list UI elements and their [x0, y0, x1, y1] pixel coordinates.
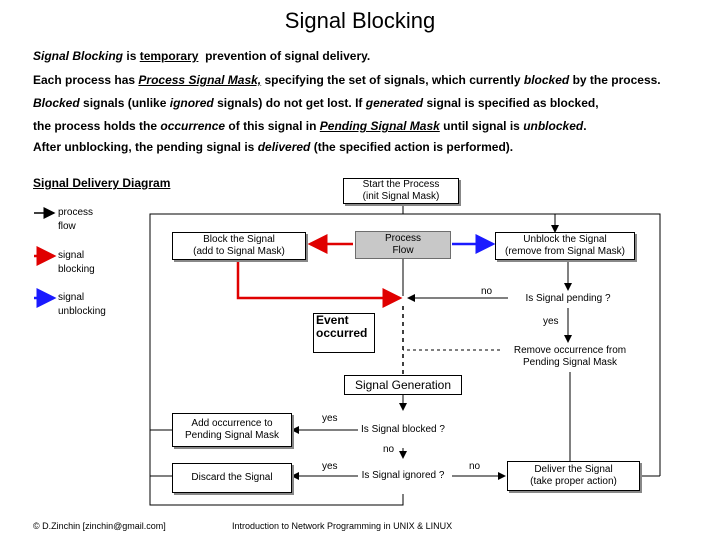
box-line: Signal Generation — [354, 378, 452, 392]
block-signal-box: Block the Signal (add to Signal Mask) — [172, 232, 306, 260]
blocking-path — [236, 260, 403, 308]
ignored-yes-label: yes — [322, 461, 338, 472]
intro-text: Each process has — [33, 73, 136, 87]
intro-paragraph-5: After unblocking, the pending signal is … — [33, 140, 513, 154]
term-process-signal-mask: Process Signal Mask, — [138, 73, 262, 87]
term-blocked: blocked — [523, 73, 570, 87]
intro-text: by the process. — [572, 73, 661, 87]
intro-text: of this signal in — [228, 119, 317, 133]
blocked-yes-label: yes — [322, 413, 338, 424]
legend-process-flow: process flow — [58, 206, 93, 234]
deliver-return — [555, 213, 661, 476]
box-line: Start the Process — [362, 179, 440, 190]
legend-line: signal — [58, 292, 85, 303]
intro-text: the process holds the — [33, 119, 158, 133]
legend-line: flow — [58, 221, 76, 232]
start-process-box: Start the Process (init Signal Mask) — [343, 178, 459, 204]
box-line: (init Signal Mask) — [362, 191, 440, 202]
footer-course-title: Introduction to Network Programming in U… — [232, 521, 453, 531]
intro-text: (the specified action is performed). — [313, 140, 514, 154]
term-unblocked: unblocked — [523, 119, 584, 133]
box-line: Block the Signal — [203, 234, 275, 245]
add-occurrence-box: Add occurrence to Pending Signal Mask — [172, 413, 292, 447]
intro-text: prevention of signal delivery. — [205, 49, 371, 63]
unblock-signal-box: Unblock the Signal (remove from Signal M… — [495, 232, 635, 260]
term-signal-blocking: Signal Blocking — [33, 49, 124, 63]
pending-no-label: no — [481, 286, 493, 297]
box-line: Process — [384, 233, 422, 244]
intro-text: signals (unlike — [83, 96, 167, 110]
legend-line: blocking — [58, 264, 95, 275]
legend-signal-blocking: signal blocking — [58, 249, 95, 277]
intro-text: until signal is — [443, 119, 520, 133]
term-ignored: ignored — [169, 96, 214, 110]
term-blocked: Blocked — [33, 96, 80, 110]
intro-text: After unblocking, the pending signal is — [33, 140, 255, 154]
signal-generation-box: Signal Generation — [344, 375, 462, 395]
term-pending-signal-mask: Pending Signal Mask — [319, 119, 440, 133]
term-generated: generated — [365, 96, 424, 110]
decision-label: Is Signal pending ? — [525, 293, 611, 304]
decision-label: Is Signal ignored ? — [361, 470, 445, 481]
intro-paragraph-4: the process holds the occurrence of this… — [33, 119, 587, 133]
blocked-no-label: no — [383, 444, 395, 455]
box-line: (remove from Signal Mask) — [504, 246, 626, 257]
intro-text: signals) do not get lost. If — [217, 96, 363, 110]
legend-line: process — [58, 207, 94, 218]
term-delivered: delivered — [257, 140, 311, 154]
intro-paragraph-3: Blocked signals (unlike ignored signals)… — [33, 96, 599, 110]
legend-line: unblocking — [58, 306, 106, 317]
is-blocked-decision: Is Signal blocked ? — [355, 421, 451, 439]
diagram-title: Signal Delivery Diagram — [33, 176, 171, 190]
is-pending-decision: Is Signal pending ? — [508, 290, 628, 308]
connector — [403, 213, 559, 233]
box-line: Remove occurrence from — [513, 345, 627, 356]
remove-occurrence-box: Remove occurrence from Pending Signal Ma… — [500, 343, 640, 371]
intro-paragraph-2: Each process has Process Signal Mask, sp… — [33, 73, 661, 87]
process-flow-box: Process Flow — [355, 231, 451, 259]
box-line: Discard the Signal — [191, 472, 273, 483]
intro-paragraph-1: Signal Blocking is temporary prevention … — [33, 49, 370, 63]
outer-loop-connector — [149, 213, 404, 506]
legend-signal-unblocking: signal unblocking — [58, 291, 106, 319]
box-line: (take proper action) — [530, 476, 617, 487]
event-occurred-box: Event occurred — [313, 313, 375, 353]
box-line: Pending Signal Mask — [523, 357, 617, 368]
box-line: Unblock the Signal — [523, 234, 607, 245]
decision-label: Is Signal blocked ? — [361, 424, 445, 435]
term-occurrence: occurrence — [160, 119, 226, 133]
is-ignored-decision: Is Signal ignored ? — [355, 467, 451, 485]
legend-line: signal — [58, 250, 85, 261]
pending-yes-label: yes — [543, 316, 559, 327]
box-line: (add to Signal Mask) — [193, 246, 285, 257]
footer-copyright: © D.Zinchin [zinchin@gmail.com] — [33, 521, 166, 531]
discard-signal-box: Discard the Signal — [172, 463, 292, 493]
intro-text: signal is specified as blocked, — [426, 96, 599, 110]
deliver-signal-box: Deliver the Signal (take proper action) — [507, 461, 640, 491]
intro-text: is — [126, 49, 137, 63]
intro-text: . — [583, 119, 587, 133]
box-line: Pending Signal Mask — [185, 430, 279, 441]
term-temporary: temporary — [139, 49, 199, 63]
box-line: Deliver the Signal — [534, 464, 613, 475]
ignored-no-label: no — [469, 461, 481, 472]
box-line: Add occurrence to — [191, 418, 273, 429]
box-line: Flow — [392, 245, 414, 256]
page-title: Signal Blocking — [284, 8, 436, 33]
intro-text: specifying the set of signals, which cur… — [264, 73, 521, 87]
